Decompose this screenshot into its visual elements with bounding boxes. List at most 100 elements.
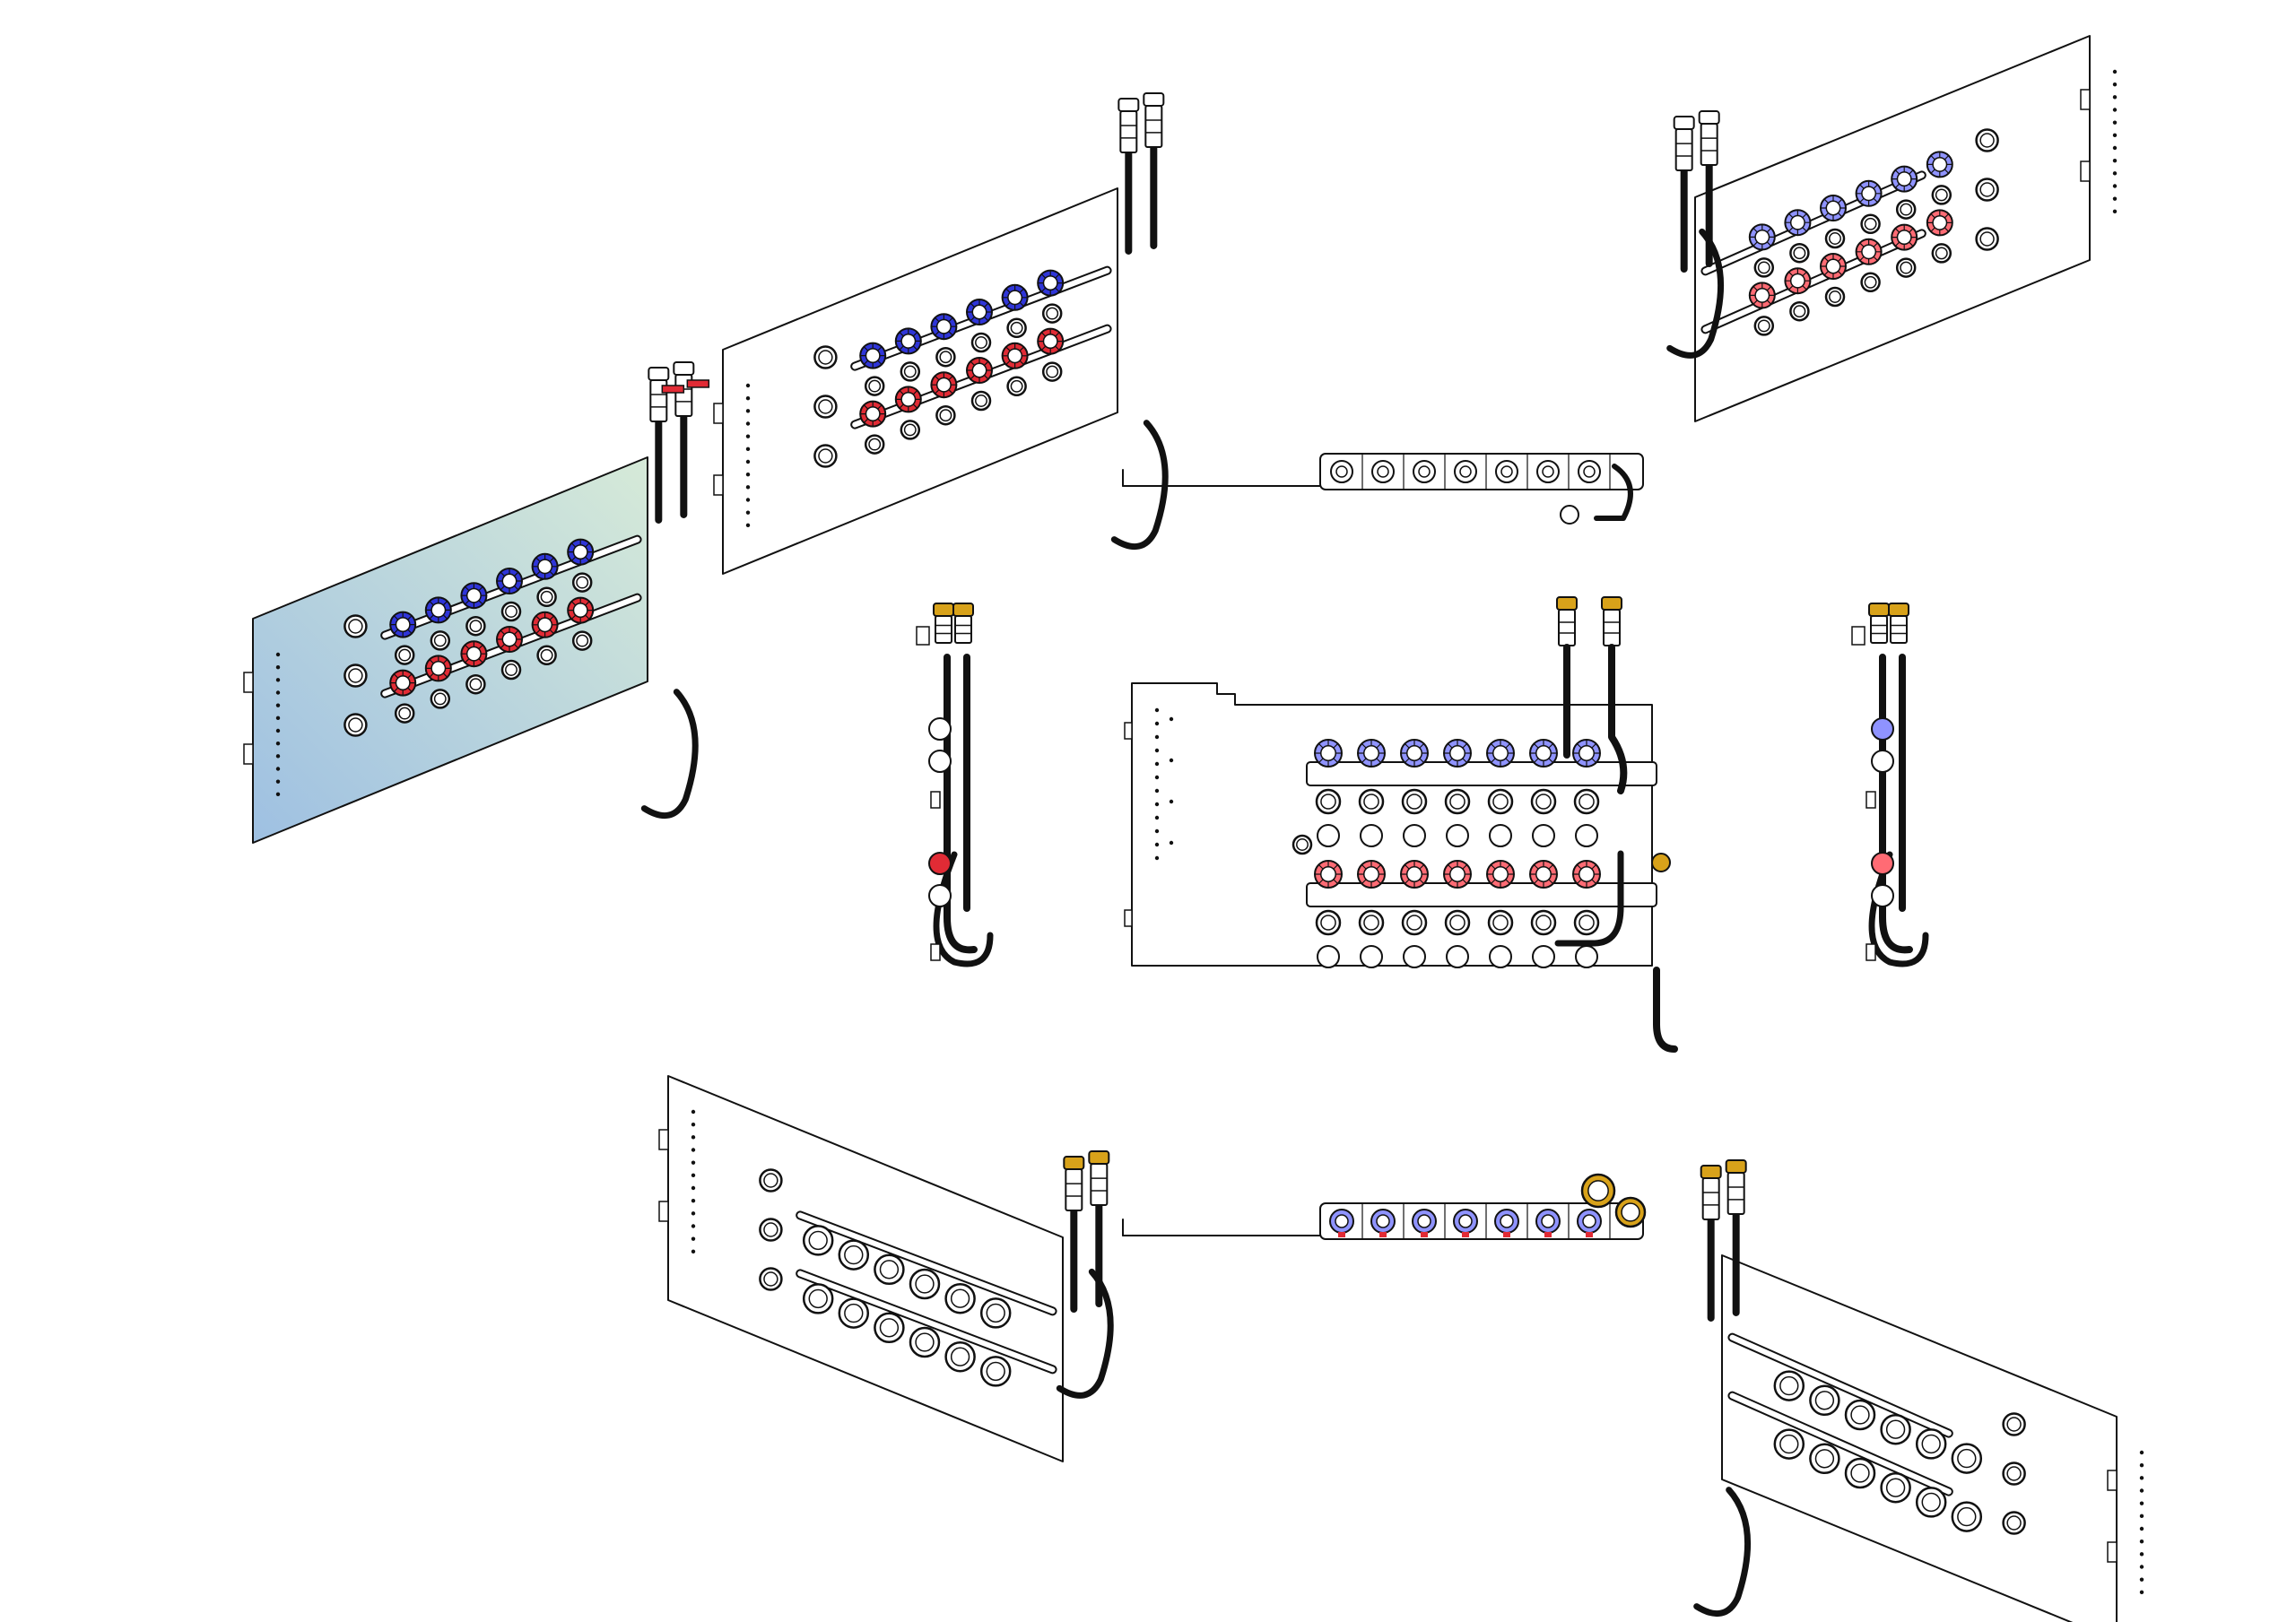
blue-knob — [424, 596, 452, 624]
right-view — [1851, 603, 1929, 967]
plate-hole — [813, 395, 838, 419]
plate-hole — [759, 1218, 783, 1242]
inlet-valves — [1118, 91, 1165, 255]
ball-valve — [648, 366, 670, 422]
blue-knob — [859, 342, 887, 369]
front-view — [1124, 596, 1678, 1053]
inlet-valve — [1556, 596, 1578, 646]
outlet-port — [1844, 1399, 1876, 1431]
blue-knob — [567, 538, 595, 566]
outlet-port — [1773, 1428, 1805, 1460]
supply-bar — [1306, 739, 1657, 847]
manifold-bar-return — [850, 324, 1112, 455]
isometric-rear-left — [658, 1075, 1114, 1462]
outlet-port — [536, 645, 557, 666]
manifold-bar-return — [1727, 1391, 1983, 1532]
outlet-port — [802, 1225, 834, 1256]
blue-knob — [1926, 151, 1953, 178]
outlet-port — [500, 659, 522, 681]
manifold-bar-supply — [850, 265, 1112, 396]
isometric-front-left — [713, 91, 1169, 575]
outlet-port — [900, 420, 921, 440]
outlet-port — [1789, 242, 1810, 264]
left-view — [916, 603, 994, 967]
outlet-port — [1809, 1384, 1840, 1417]
outlet-port — [1573, 909, 1600, 936]
blue-knob — [1748, 223, 1776, 251]
outlet-port — [1358, 788, 1385, 815]
inlet-valve — [1601, 596, 1622, 646]
outlet-port — [1573, 788, 1600, 815]
inlet-valve — [933, 603, 954, 644]
outlet-port — [1315, 909, 1342, 936]
red-knob — [1400, 860, 1429, 889]
blue-knob — [1357, 739, 1386, 768]
blue-knob — [1572, 739, 1601, 768]
red-knob — [1748, 282, 1776, 309]
return-bar — [1306, 860, 1657, 968]
outlet-port — [979, 1297, 1012, 1329]
outlet-port — [909, 1326, 941, 1358]
outlet-port — [970, 332, 992, 353]
inlet-valves — [648, 360, 710, 524]
brass-fitting — [1614, 1196, 1647, 1228]
red-knob — [496, 626, 523, 653]
outlet-port — [874, 1312, 905, 1344]
red-knob — [859, 400, 887, 428]
outlet-port — [1844, 1457, 1876, 1489]
brass-fitting — [1580, 1173, 1616, 1209]
outlet-port — [838, 1297, 870, 1329]
red-knob — [1529, 860, 1558, 889]
plate-hole — [1975, 178, 1999, 202]
ball-valve — [1118, 97, 1140, 153]
outlet-port — [1773, 1370, 1805, 1401]
outlet-port — [1401, 788, 1428, 815]
outlet-port — [935, 404, 956, 426]
outlet-port — [1487, 909, 1514, 936]
manifold-bar-return — [796, 1269, 1057, 1387]
blue-knob — [1529, 739, 1558, 768]
blue-knob — [1314, 739, 1343, 768]
outlet-port — [944, 1282, 976, 1314]
outlet-port — [571, 630, 593, 651]
outlet-port — [1931, 185, 1952, 205]
blue-knob — [894, 327, 922, 355]
outlet-port — [970, 390, 992, 412]
manifold-bar-supply — [380, 534, 642, 665]
outlet-port — [909, 1268, 941, 1300]
outlet-port — [1041, 303, 1063, 324]
red-knob — [1926, 209, 1953, 237]
outlet-port — [394, 645, 415, 665]
plate-hole — [344, 664, 368, 688]
outlet-port — [1824, 228, 1846, 249]
blue-knob — [531, 552, 559, 580]
plate-hole — [1975, 227, 1999, 251]
isometric-shaded — [243, 360, 710, 844]
outlet-port — [1880, 1413, 1911, 1445]
outlet-port — [1753, 257, 1775, 278]
manifold-bar-supply — [796, 1210, 1057, 1329]
ball-valve — [1673, 116, 1695, 172]
plate-hole — [759, 1168, 783, 1193]
bottom-view — [1122, 1173, 1647, 1240]
red-knob — [1001, 342, 1029, 369]
red-knob — [460, 640, 488, 668]
outlet-port — [394, 703, 415, 724]
plate-hole — [813, 444, 838, 468]
outlet-port — [465, 615, 486, 637]
outlet-port — [1530, 909, 1557, 936]
outlet-port — [935, 346, 956, 368]
outlet-port — [1041, 361, 1063, 382]
blue-knob — [1400, 739, 1429, 768]
blue-knob — [1820, 195, 1847, 221]
ball-valve — [1725, 1158, 1747, 1215]
red-knob — [1572, 860, 1601, 889]
inlet-valve — [952, 603, 974, 644]
inlet-valve — [1868, 603, 1890, 644]
red-knob — [1486, 860, 1515, 889]
inlet-valves — [1063, 1150, 1110, 1314]
red-knob — [966, 357, 993, 384]
blue-knob — [966, 299, 993, 325]
manifold-bar-supply — [1727, 1332, 1983, 1474]
outlet-port — [900, 361, 921, 382]
